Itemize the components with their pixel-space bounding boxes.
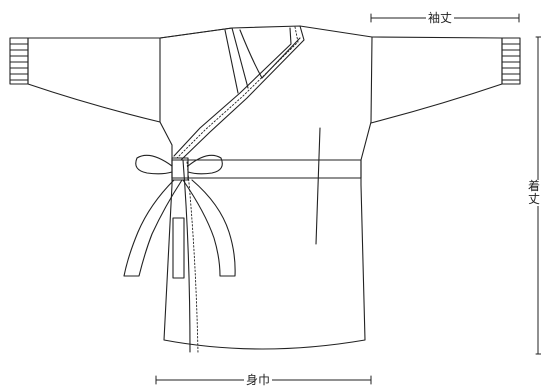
collar-band-inner — [173, 27, 292, 157]
left-cuff-ribbing — [9, 43, 29, 81]
belt-band — [171, 159, 362, 179]
collar-band-outer — [180, 25, 305, 161]
left-shoulder-seam — [159, 27, 233, 39]
bow-loop-left — [135, 154, 173, 175]
left-cuff — [9, 37, 29, 85]
tie-end-left — [123, 179, 183, 277]
bow-loop-right — [187, 154, 223, 175]
left-neck-band — [231, 27, 249, 89]
collar-stitch — [176, 26, 299, 159]
body-width-label: 身巾 — [244, 373, 273, 387]
sleeve-length-label: 袖丈 — [426, 11, 455, 25]
side-pocket — [172, 217, 185, 279]
belt-knot — [171, 157, 189, 181]
back-neck-inner — [239, 29, 301, 79]
left-neck-band-edge — [224, 29, 239, 94]
front-overlap-stitch — [186, 161, 199, 355]
body-outline — [159, 25, 373, 350]
tie-end-right — [182, 179, 236, 277]
right-cuff — [501, 37, 521, 85]
body-length-label: 着丈 — [527, 179, 541, 206]
right-sleeve — [370, 36, 521, 124]
inner-tie-mark — [315, 127, 321, 245]
left-sleeve — [9, 37, 161, 123]
right-cuff-ribbing — [501, 43, 521, 81]
